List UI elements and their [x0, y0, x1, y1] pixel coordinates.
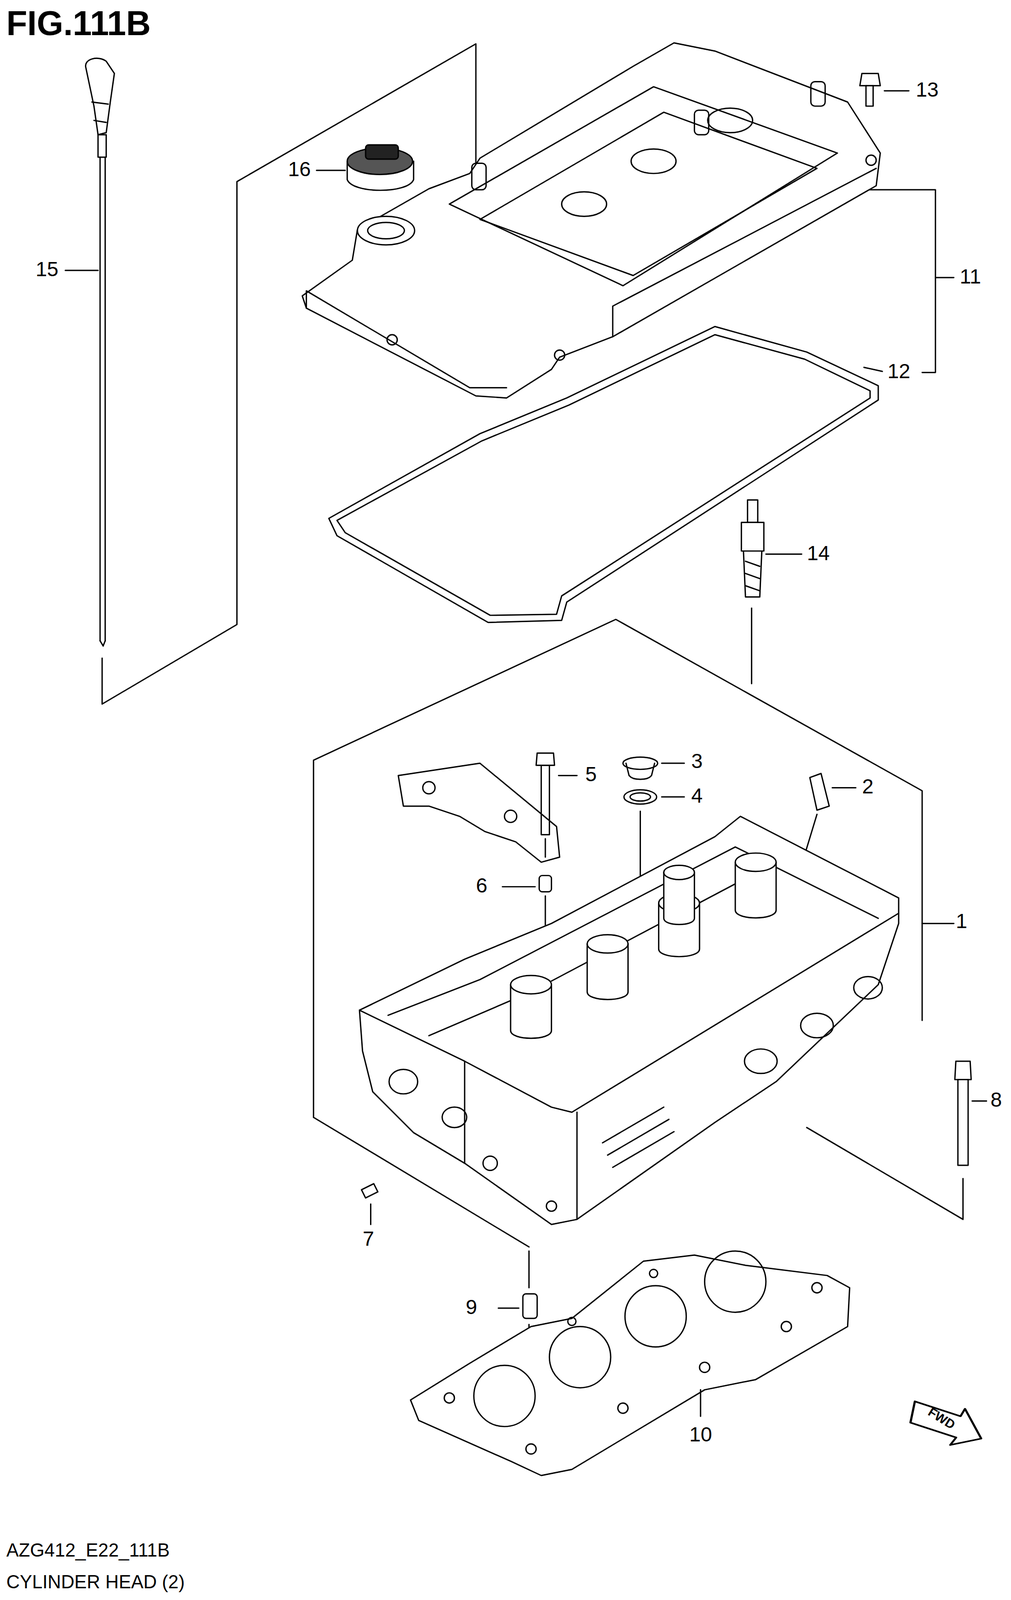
figure-caption: CYLINDER HEAD (2): [6, 1573, 185, 1592]
callout-number: 15: [35, 259, 59, 280]
callout-number: 12: [887, 361, 911, 382]
figure-title: FIG.111B: [6, 6, 151, 41]
callout-number: 10: [689, 1424, 713, 1446]
callout-number: 13: [915, 79, 939, 101]
figure-code: AZG412_E22_111B: [6, 1541, 170, 1561]
fwd-arrow: FWD: [908, 1396, 983, 1450]
callout-number: 9: [465, 1297, 477, 1319]
callout-number: 16: [288, 159, 311, 180]
callout-number: 2: [862, 776, 874, 798]
callout-number: 11: [959, 266, 982, 288]
callout-number: 8: [990, 1090, 1002, 1111]
callout-number: 14: [806, 543, 830, 564]
callout-number: 6: [475, 875, 488, 897]
callout-number: 4: [691, 785, 703, 807]
callout-number: 7: [362, 1229, 374, 1250]
callout-number: 1: [955, 911, 968, 932]
callout-number: 5: [585, 764, 597, 785]
callout-number: 3: [691, 751, 703, 772]
